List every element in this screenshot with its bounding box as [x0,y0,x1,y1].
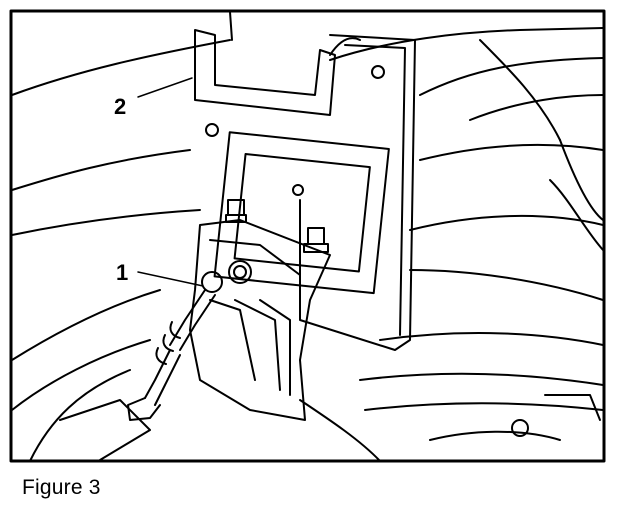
mounting-studs [225,199,329,253]
bracket-part-2 [194,11,361,116]
leader-lines [137,77,204,287]
callout-label-1: 1 [116,260,128,285]
background-interior [11,27,604,462]
shifter-housing [189,219,331,421]
figure-caption: Figure 3 [22,476,101,499]
mounting-panel [205,34,416,351]
illustration-border [9,9,606,463]
shift-cable-part-1 [127,271,223,421]
callout-label-2: 2 [114,94,126,119]
